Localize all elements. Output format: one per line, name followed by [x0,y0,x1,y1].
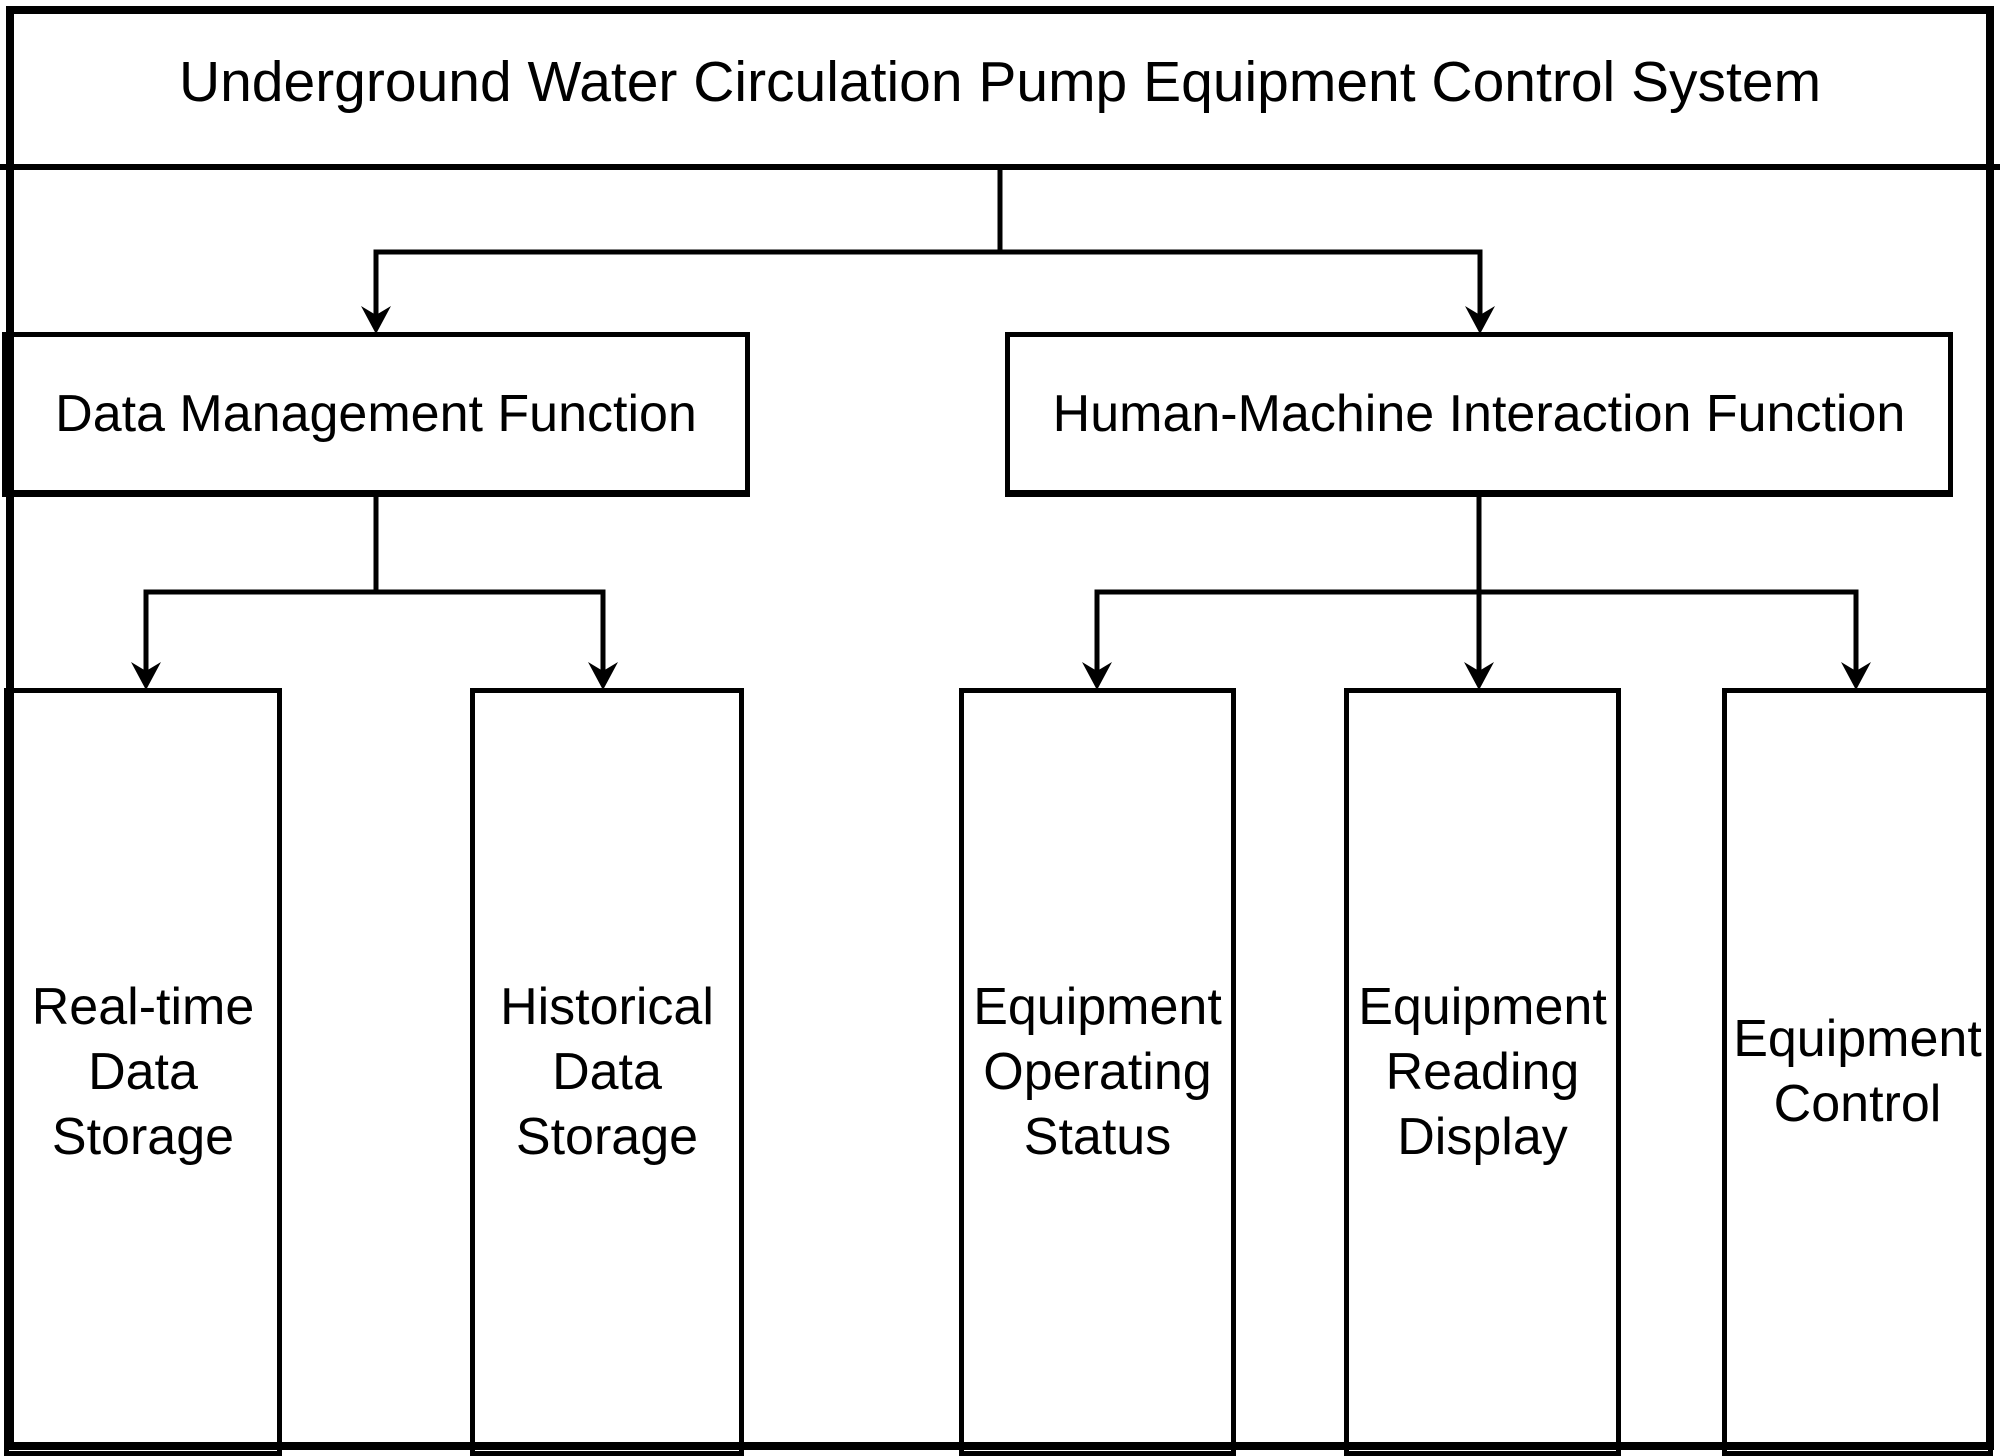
node-data-management-function: Data Management Function [2,332,750,497]
node-equipment-operating-status: Equipment Operating Status [959,688,1236,1456]
arrow-down-icon [361,306,391,334]
node-equipment-reading-display: Equipment Reading Display [1344,688,1621,1456]
data-management-function-label: Data Management Function [55,384,697,443]
real-time-data-storage-label: Real-time Data Storage [31,977,255,1166]
historical-data-storage-label: Historical Data Storage [500,977,714,1166]
connector-left-branch [143,495,606,672]
connector-right-branch [1094,495,1859,672]
node-system-title: Underground Water Circulation Pump Equip… [0,0,2000,170]
arrow-down-icon [1082,662,1112,690]
equipment-operating-status-label: Equipment Operating Status [973,977,1222,1166]
arrow-down-icon [1841,662,1871,690]
node-real-time-data-storage: Real-time Data Storage [4,688,282,1456]
arrow-down-icon [1464,662,1494,690]
node-human-machine-interaction-function: Human-Machine Interaction Function [1005,332,1953,497]
arrow-down-icon [1465,306,1495,334]
arrow-down-icon [131,662,161,690]
node-historical-data-storage: Historical Data Storage [470,688,744,1456]
human-machine-interaction-function-label: Human-Machine Interaction Function [1052,384,1906,443]
system-title-label: Underground Water Circulation Pump Equip… [178,50,1822,114]
equipment-control-label: Equipment Control [1733,1010,1982,1133]
arrow-down-icon [588,662,618,690]
connector-top-split [373,168,1483,316]
node-equipment-control: Equipment Control [1722,688,1993,1456]
equipment-reading-display-label: Equipment Reading Display [1358,977,1607,1166]
